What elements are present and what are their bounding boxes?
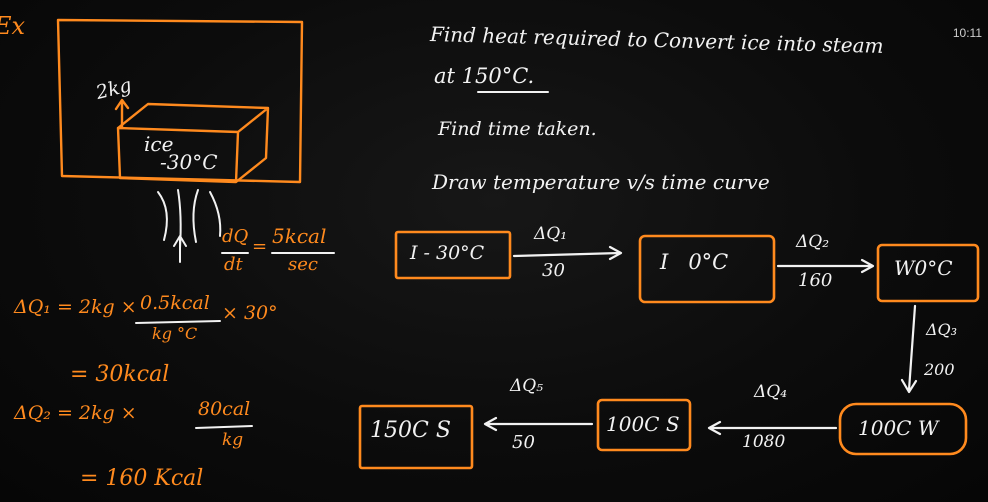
question-line-4: Draw temperature v/s time curve (432, 170, 770, 194)
flow-box-2-label: I 0°C (660, 250, 729, 274)
rate-value-den: sec (288, 254, 318, 275)
flow-arrow-3-label: ΔQ₃ (926, 320, 958, 339)
dq2-result: = 160 Kcal (80, 466, 204, 491)
flow-arrow-2-label: ΔQ₂ (796, 232, 830, 252)
flow-box-1-label: I - 30°C (410, 242, 485, 264)
flow-arrow-3-value: 200 (924, 360, 955, 379)
dq1-frac-num: 0.5kcal (140, 292, 210, 314)
container-box (56, 18, 304, 184)
rate-value-num: 5kcal (272, 224, 327, 248)
rate-den: dt (224, 254, 243, 275)
heat-flow-lines (157, 189, 222, 249)
rate-equals: = (252, 236, 268, 257)
heat-arrow (173, 235, 187, 263)
flow-box-6 (358, 404, 474, 470)
question-line-2: at 150°C. (434, 64, 535, 88)
flow-arrow-3 (900, 304, 918, 394)
flow-arrow-1-value: 30 (542, 260, 565, 281)
dq2-lhs: ΔQ₂ = 2kg × (14, 402, 137, 424)
dq2-frac-num: 80cal (198, 398, 251, 420)
flow-arrow-4-value: 1080 (742, 432, 786, 452)
flow-box-5-label: 100C S (606, 412, 680, 436)
flow-arrow-1 (512, 245, 623, 261)
dq1-frac-bar (135, 320, 221, 324)
flow-arrow-2 (776, 258, 875, 274)
flow-box-1 (394, 230, 512, 280)
flow-arrow-2-value: 160 (798, 270, 833, 291)
flow-arrow-4-label: ΔQ₄ (754, 382, 788, 402)
flow-box-4 (838, 402, 968, 456)
flow-box-5 (596, 398, 692, 452)
dq1-frac-den: kg °C (152, 324, 198, 343)
flow-arrow-4 (707, 420, 838, 436)
flow-arrow-1-label: ΔQ₁ (534, 224, 568, 244)
flow-arrow-5 (483, 416, 594, 432)
dq1-lhs: ΔQ₁ = 2kg × (14, 296, 137, 318)
dq1-result: = 30kcal (70, 362, 170, 387)
flow-box-3 (876, 243, 980, 303)
flow-box-2 (638, 234, 776, 304)
mass-arrow (114, 98, 130, 129)
flow-box-3-label: W0°C (894, 256, 953, 280)
ice-block (116, 102, 270, 184)
flow-box-4-label: 100C W (858, 416, 939, 440)
example-mark: Ex (0, 12, 26, 40)
clock-label: 10:11 (952, 26, 982, 40)
rate-num: dQ (222, 226, 249, 247)
flow-arrow-5-label: ΔQ₅ (510, 376, 544, 396)
dq1-rhs: × 30° (222, 302, 278, 324)
flow-box-6-label: 150C S (370, 418, 451, 443)
dq2-frac-bar (195, 425, 253, 429)
dq2-frac-den: kg (222, 430, 244, 450)
question-line-3: Find time taken. (438, 118, 597, 140)
ice-temp-label: -30°C (160, 150, 218, 174)
ice-label: ice (144, 132, 174, 156)
flow-arrow-5-value: 50 (512, 432, 535, 453)
